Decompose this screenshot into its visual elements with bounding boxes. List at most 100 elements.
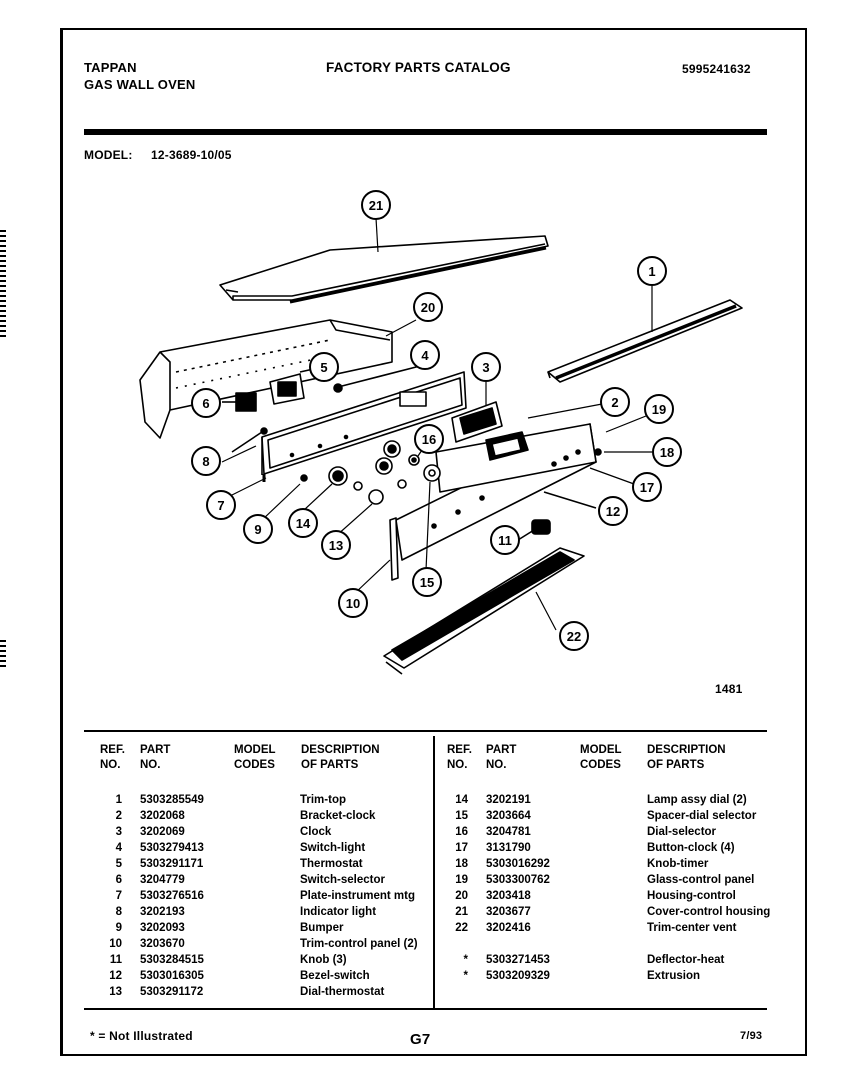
callout-3: 3 xyxy=(471,352,501,382)
col-header-part: PART xyxy=(140,744,171,756)
page-border xyxy=(60,28,807,1056)
ref-cell: 7 xyxy=(115,890,122,902)
desc-cell: Dial-thermostat xyxy=(300,986,385,998)
part-cell: 5303279413 xyxy=(140,842,204,854)
ref-cell: 9 xyxy=(115,922,122,934)
desc-cell: Lamp assy dial (2) xyxy=(647,794,747,806)
part-glass-control-panel xyxy=(395,423,597,561)
desc-cell: Glass-control panel xyxy=(647,874,755,886)
ref-cell: * xyxy=(463,970,468,982)
catalog-title: FACTORY PARTS CATALOG xyxy=(326,60,511,75)
part-cell: 3203677 xyxy=(486,906,531,918)
desc-cell: Bumper xyxy=(300,922,344,934)
desc-cell: Trim-control panel (2) xyxy=(300,938,418,950)
col-header-ref: REF. xyxy=(100,744,125,756)
desc-cell: Button-clock (4) xyxy=(647,842,735,854)
part-cell: 5303291172 xyxy=(140,986,204,998)
callout-16: 16 xyxy=(414,424,444,454)
ref-cell: 1 xyxy=(115,794,122,806)
callout-11: 11 xyxy=(490,525,520,555)
desc-cell: Bezel-switch xyxy=(300,970,370,982)
part-cell: 3131790 xyxy=(486,842,531,854)
part-trim-control-panel xyxy=(389,517,399,581)
part-dial-selector xyxy=(408,454,420,466)
part-cell: 5303285549 xyxy=(140,794,204,806)
part-cell: 3202193 xyxy=(140,906,185,918)
part-housing-control xyxy=(139,319,393,439)
ref-cell: 2 xyxy=(115,810,122,822)
part-cell: 5303016292 xyxy=(486,858,550,870)
ref-cell: 3 xyxy=(115,826,122,838)
part-spacer-dial xyxy=(423,464,441,482)
part-plate-instrument xyxy=(261,371,467,482)
callout-1: 1 xyxy=(637,256,667,286)
callout-10: 10 xyxy=(338,588,368,618)
col-header-ref-no: NO. xyxy=(100,759,121,771)
part-cell: 5303016305 xyxy=(140,970,204,982)
col-header-codes: CODES xyxy=(234,759,275,771)
part-cell: 5303284515 xyxy=(140,954,204,966)
desc-cell: Clock xyxy=(300,826,332,838)
part-cell: 5303276516 xyxy=(140,890,204,902)
ref-cell: 5 xyxy=(115,858,122,870)
revision-date: 7/93 xyxy=(740,1030,763,1042)
part-cell: 3203664 xyxy=(486,810,531,822)
ref-cell: 6 xyxy=(115,874,122,886)
not-illustrated-note: * = Not Illustrated xyxy=(90,1029,193,1043)
scan-artifact xyxy=(0,230,6,340)
desc-cell: Thermostat xyxy=(300,858,363,870)
ref-cell: * xyxy=(463,954,468,966)
ref-cell: 17 xyxy=(455,842,468,854)
callout-6: 6 xyxy=(191,388,221,418)
part-clock xyxy=(451,401,503,443)
brand-name: TAPPAN xyxy=(84,60,137,75)
callout-2: 2 xyxy=(600,387,630,417)
desc-cell: Bracket-clock xyxy=(300,810,376,822)
desc-cell: Plate-instrument mtg xyxy=(300,890,416,902)
product-name: GAS WALL OVEN xyxy=(84,77,196,92)
scan-artifact xyxy=(0,640,6,670)
part-cell: 3204781 xyxy=(486,826,531,838)
ref-cell: 10 xyxy=(109,938,122,950)
desc-cell: Trim-center vent xyxy=(647,922,737,934)
ref-cell: 12 xyxy=(109,970,122,982)
ref-cell: 22 xyxy=(455,922,468,934)
callout-22: 22 xyxy=(559,621,589,651)
callout-9: 9 xyxy=(243,514,273,544)
part-cell: 3204779 xyxy=(140,874,185,886)
part-indicator-light xyxy=(231,427,268,453)
page-number: G7 xyxy=(410,1031,431,1048)
ref-cell: 20 xyxy=(455,890,468,902)
part-cell: 3202068 xyxy=(140,810,185,822)
part-cell: 3202191 xyxy=(486,794,531,806)
part-dial-thermostat xyxy=(353,479,407,505)
model-label: MODEL: xyxy=(84,148,133,162)
col-header-part-no: NO. xyxy=(140,759,161,771)
callout-20: 20 xyxy=(413,292,443,322)
model-number: 12-3689-10/05 xyxy=(151,148,232,162)
ref-cell: 16 xyxy=(455,826,468,838)
desc-cell: Spacer-dial selector xyxy=(647,810,757,822)
part-cell: 5303271453 xyxy=(486,954,550,966)
ref-cell: 18 xyxy=(455,858,468,870)
table-bottom-rule xyxy=(84,1008,767,1010)
ref-cell: 11 xyxy=(109,954,122,966)
callout-12: 12 xyxy=(598,496,628,526)
figure-number: 1481 xyxy=(715,682,743,696)
col-header-of-parts: OF PARTS xyxy=(301,759,359,771)
desc-cell: Switch-selector xyxy=(300,874,385,886)
desc-cell: Indicator light xyxy=(300,906,377,918)
part-cell: 3202416 xyxy=(486,922,531,934)
table-divider xyxy=(433,736,435,1008)
callout-18: 18 xyxy=(652,437,682,467)
desc-cell: Housing-control xyxy=(647,890,736,902)
part-knob xyxy=(517,519,551,541)
ref-cell: 19 xyxy=(455,874,468,886)
callout-19: 19 xyxy=(644,394,674,424)
part-switch-light xyxy=(333,365,421,393)
desc-cell: Switch-light xyxy=(300,842,366,854)
col-header-part: PART xyxy=(486,744,517,756)
ref-cell: 4 xyxy=(115,842,122,854)
col-header-ref: REF. xyxy=(447,744,472,756)
